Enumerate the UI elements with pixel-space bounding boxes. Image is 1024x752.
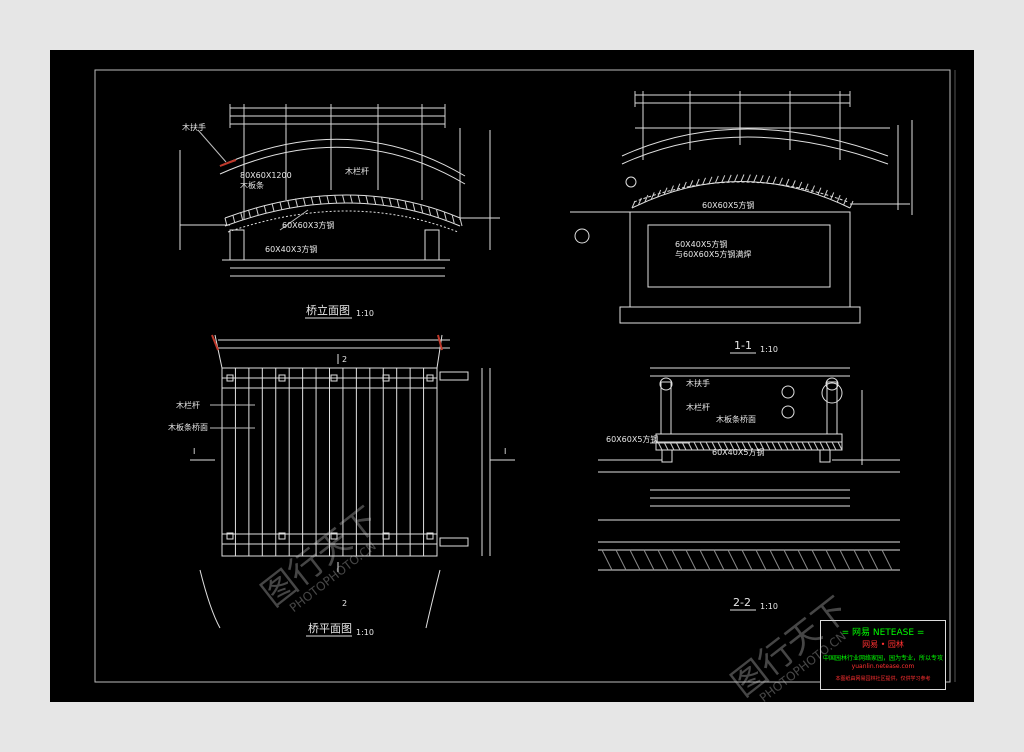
elevation-label-steel-60: 60X60X3方钢 — [282, 220, 334, 230]
stamp-line-5: 本图纸由网易园林社区提供，仅供学习参考 — [835, 676, 931, 682]
elevation-label-post: 木栏杆 — [345, 166, 369, 176]
plan-post-marker — [278, 532, 286, 540]
stamp-line-1: = 网易 NETEASE = — [841, 628, 925, 638]
section-2-2-label-handrail: 木扶手 — [686, 378, 710, 388]
plan-post-marker — [382, 532, 390, 540]
stamp-line-4: yuanlin.netease.com — [851, 663, 915, 670]
section-2-2-label-steel-60x40x5: 60X40X5方钢 — [712, 447, 764, 457]
elevation-view — [179, 104, 500, 277]
stamp-line-3: 中国园林行业网络家园，园为专业，所以专攻 — [822, 655, 943, 662]
section-2-2-label-steel-60x60x5: 60X60X5方钢 — [606, 434, 658, 444]
stamp-line-2: 网易 • 园林 — [862, 640, 904, 649]
drawing-sheet: 木扶手 80X60X1200 木板条 木栏杆 60X60X3方钢 60X40X3… — [50, 50, 974, 705]
elevation-scale: 1:10 — [356, 309, 374, 318]
plan-scale: 1:10 — [356, 628, 374, 637]
plan-label-post: 木栏杆 — [176, 400, 200, 410]
plan-post-marker — [330, 532, 338, 540]
section-1-1-title: 1-1 — [734, 339, 752, 352]
plan-post-marker — [426, 532, 434, 540]
section-1-1-label-steel-note-2: 与60X60X5方钢满焊 — [675, 249, 751, 259]
plan-cut-mark-bottom: 2 — [342, 599, 347, 608]
plan-cut-mark-top: 2 — [342, 355, 347, 364]
elevation-title: 桥立面图 — [306, 303, 350, 317]
elevation-label-deck-strip: 木板条 — [240, 180, 264, 190]
elevation-label-handrail: 木扶手 — [182, 122, 206, 132]
section-2-2-view — [598, 367, 900, 571]
plan-post-marker — [226, 532, 234, 540]
plan-section-mark-left: I — [193, 447, 195, 456]
plan-section-mark-right: I — [504, 447, 506, 456]
plan-title: 桥平面图 — [308, 622, 352, 635]
section-2-2-scale: 1:10 — [760, 602, 778, 611]
elevation-label-rail-size: 80X60X1200 — [240, 171, 292, 180]
plan-label-deck-surface: 木板条桥面 — [168, 422, 208, 432]
section-1-1-label-steel-60x60x5: 60X60X5方钢 — [702, 200, 754, 210]
section-2-2-label-deck: 木板条桥面 — [716, 414, 756, 424]
title-stamp: = 网易 NETEASE = 网易 • 园林 中国园林行业网络家园，园为专业，所… — [820, 620, 946, 690]
section-1-1-view — [570, 91, 913, 324]
cad-drawing: 木扶手 80X60X1200 木板条 木栏杆 60X60X3方钢 60X40X3… — [94, 69, 956, 683]
section-2-2-label-post: 木栏杆 — [686, 402, 710, 412]
drawing-frame — [94, 69, 951, 683]
section-2-2-title: 2-2 — [733, 596, 751, 609]
section-1-1-scale: 1:10 — [760, 345, 778, 354]
plan-view — [190, 334, 515, 629]
elevation-label-steel-40: 60X40X3方钢 — [265, 244, 317, 254]
section-1-1-label-steel-note-1: 60X40X5方钢 — [675, 239, 727, 249]
